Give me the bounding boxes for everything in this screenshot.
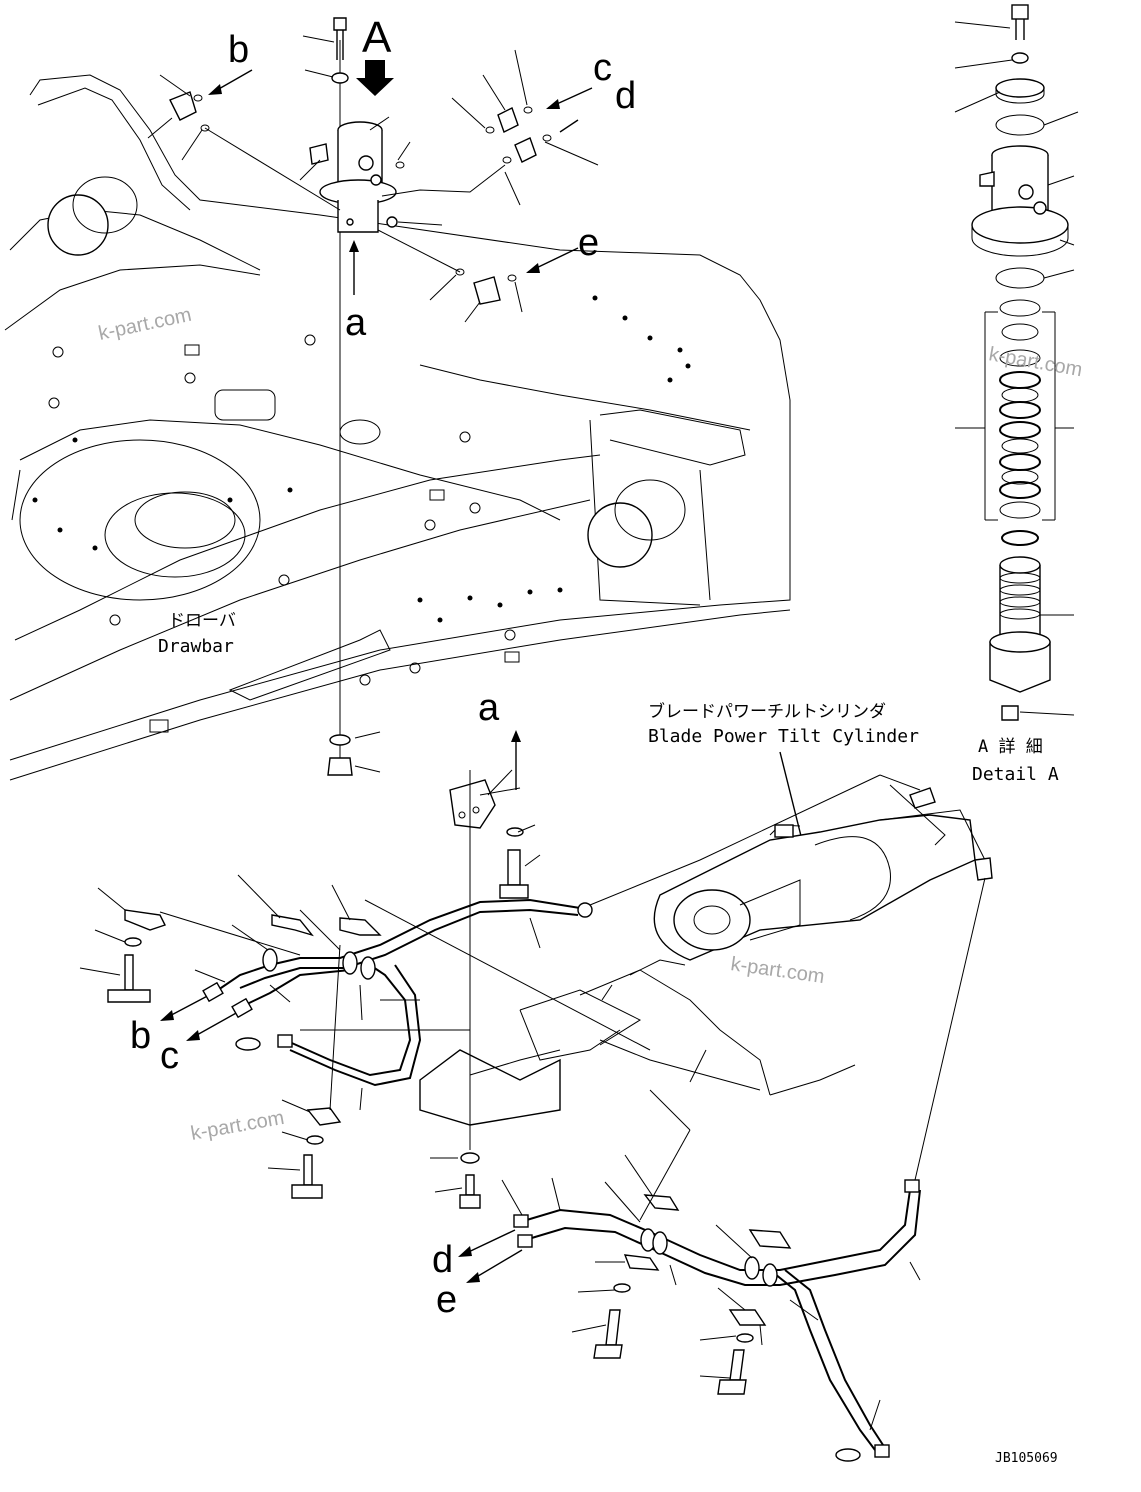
flow-arrows [160, 60, 818, 1283]
cylinder-label-ja: ブレードパワーチルトシリンダ [648, 701, 886, 722]
detail-a-seal-stack [984, 299, 1056, 546]
hoses-and-pipes [79, 769, 986, 1462]
diagram-labels: A a a b c d e b c d e ドローバ Drawbar ブレードパ… [130, 13, 1059, 1466]
drawbar-label-ja: ドローバ [168, 611, 236, 631]
view-a-label: A [362, 13, 392, 62]
blade-power-tilt-cylinder [653, 784, 993, 961]
detail-a-exploded-view [954, 4, 1079, 721]
port-label-d-bottom: d [432, 1239, 453, 1281]
port-label-d-top: d [615, 75, 636, 117]
port-label-b-top: b [228, 29, 249, 71]
detail-a-label-ja: A 詳 細 [978, 737, 1043, 757]
detail-a-label-en: Detail A [972, 764, 1059, 785]
drawing-number: JB105069 [995, 1451, 1058, 1466]
cylinder-label-en: Blade Power Tilt Cylinder [648, 726, 919, 747]
drawbar-label-en: Drawbar [158, 636, 234, 657]
swivel-joint-assembly [147, 17, 599, 776]
port-label-e-bottom: e [436, 1279, 457, 1321]
port-label-c-bottom: c [160, 1035, 179, 1077]
port-label-c-top: c [593, 47, 612, 89]
port-label-a-top: a [345, 302, 367, 344]
port-label-e-top: e [578, 222, 599, 264]
watermark-3: k-part.com [729, 953, 826, 988]
port-label-a-mid: a [478, 687, 500, 729]
watermark-4: k-part.com [189, 1107, 286, 1145]
watermark-1: k-part.com [96, 304, 193, 345]
drawbar-frame [4, 74, 791, 781]
port-label-b-bottom: b [130, 1015, 151, 1057]
